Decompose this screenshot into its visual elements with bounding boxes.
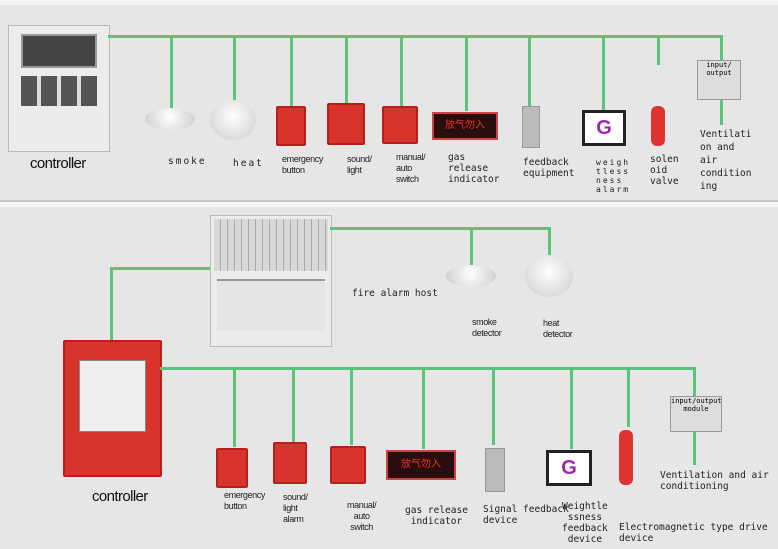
smoke-detector-icon [446,265,496,287]
wire [693,430,696,465]
wire [627,367,630,427]
io-module-icon: input/output module [670,396,722,432]
fire-alarm-host-label: fire alarm host [352,288,438,299]
wire [290,35,293,107]
wire [292,367,295,442]
device-label: gas release indicator [448,152,500,185]
wire [170,35,173,110]
device-label: smoke detector [472,317,502,338]
emergency-button-icon [216,448,248,488]
device-label: solen oid valve [650,154,679,187]
device-label: smoke [168,156,207,167]
wire [470,227,473,267]
wire [110,267,113,340]
wire [400,35,403,107]
host-bus-wire [330,227,550,230]
host-controller-wire [110,267,210,270]
heat-detector-icon [525,255,573,297]
solenoid-valve-icon [651,106,665,146]
wire [233,367,236,447]
wire [693,367,696,397]
device-label: manual/ auto switch [396,152,426,184]
wire [233,35,236,103]
wire [465,35,468,111]
wire [570,367,573,449]
device-label: heat [233,158,264,169]
top-controller [8,25,110,152]
gas-release-sign: 放气勿入 [432,112,498,140]
smoke-detector-icon [145,108,195,130]
wire [492,367,495,445]
device-label: gas release indicator [405,505,468,527]
device-label: sound/ light [347,154,372,175]
bottom-bus-wire [160,367,695,370]
gas-release-sign: 放气勿入 [386,450,456,480]
wire [548,227,551,257]
weightless-alarm-icon: G [582,110,626,146]
device-label: sound/ light alarm [283,492,308,524]
device-label: manual/ auto switch [347,500,377,532]
electromagnetic-drive-icon [619,430,633,485]
device-label: weigh tless ness alarm [596,158,631,194]
feedback-equipment-icon [522,106,540,148]
device-label: Electromagnetic type drive device [619,522,768,544]
wire [528,35,531,107]
device-label: feedback equipment [523,157,575,179]
top-bus-wire [108,35,722,38]
device-label: Ventilation and air conditioning [660,470,769,492]
signal-feedback-icon [485,448,505,492]
wire [602,35,605,110]
device-label: Weightle ssness feedback device [562,501,608,545]
sound-light-alarm-icon [273,442,307,484]
weightlessness-feedback-icon: G [546,450,592,486]
manual-auto-switch-icon [382,106,418,144]
heat-detector-icon [210,100,256,140]
device-label: emergency button [224,490,265,511]
bottom-controller-label: controller [92,488,148,505]
device-label: heat detector [543,318,573,339]
emergency-button-icon [276,106,306,146]
wire [350,367,353,445]
manual-auto-switch-icon [330,446,366,484]
bottom-controller [63,340,162,477]
top-controller-label: controller [30,155,86,172]
wire [422,367,425,449]
io-module-icon: input/ output [697,60,741,100]
wire [345,35,348,103]
fire-alarm-host [210,215,332,347]
device-label: emergency button [282,154,323,175]
sound-light-icon [327,103,365,145]
wire [657,35,660,65]
device-label: Ventilati on and air condition ing [700,129,752,192]
device-label: Signal feedback device [483,504,569,526]
